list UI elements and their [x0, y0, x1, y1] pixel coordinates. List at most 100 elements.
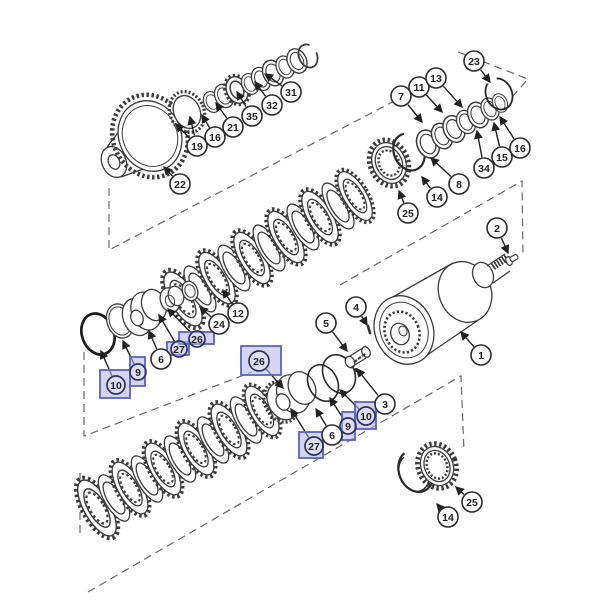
callout-26[interactable]: 26 [188, 330, 206, 348]
callout-number: 2 [494, 223, 500, 235]
callout-number: 27 [308, 441, 320, 453]
callout-number: 12 [232, 308, 244, 320]
callout-circle [461, 491, 483, 513]
leader-arrow [500, 237, 510, 255]
callout-number: 10 [110, 380, 122, 392]
callout-number: 8 [456, 179, 462, 191]
leader-arrow [147, 329, 158, 350]
callout-14: 14 [437, 506, 459, 528]
leader-arrow [158, 313, 176, 342]
leader-arrow [429, 157, 452, 178]
leader-arrow [201, 113, 211, 128]
leader-arrow [356, 367, 379, 396]
callout-number: 21 [227, 122, 239, 134]
piston-seal-group-left [79, 280, 199, 356]
leader-arrow [163, 166, 173, 177]
leader-arrow [198, 306, 212, 318]
callout-circle [408, 76, 430, 98]
callout-number: 25 [466, 497, 478, 509]
leader-arrow [499, 115, 515, 140]
callout-number: 9 [135, 367, 141, 379]
callout-circle [150, 348, 172, 370]
callout-number: 14 [442, 512, 454, 524]
callout-circle [374, 393, 396, 415]
leader-arrow [187, 115, 197, 136]
callout-circle [486, 217, 508, 239]
callout-14: 14 [426, 186, 448, 208]
callout-number: 25 [402, 208, 414, 220]
callout-number: 9 [345, 421, 351, 433]
countershaft-gear-assembly [100, 43, 319, 180]
callout-circle [390, 85, 412, 107]
callout-26[interactable]: 26 [248, 350, 270, 372]
callout-circle[interactable] [129, 363, 147, 381]
callout-circle[interactable] [339, 417, 357, 435]
callout-22: 22 [169, 173, 191, 195]
leader-arrow [263, 73, 283, 87]
callout-circle [463, 50, 485, 72]
callout-circle[interactable] [248, 350, 270, 372]
callout-1: 1 [470, 344, 492, 366]
callout-number: 1 [478, 350, 484, 362]
callout-number: 27 [173, 344, 185, 356]
callout-25: 25 [397, 202, 419, 224]
callout-32: 32 [261, 94, 283, 116]
callout-23: 23 [463, 50, 485, 72]
callout-27[interactable]: 27 [170, 340, 188, 358]
leader-arrow [236, 90, 247, 108]
input-shaft-parts-row [366, 77, 514, 189]
leader-arrow [436, 502, 446, 513]
callout-number: 6 [158, 354, 164, 366]
leader-arrow [167, 308, 192, 334]
leader-arrow [473, 129, 483, 158]
leader-arrow [455, 486, 465, 496]
callout-31: 31 [280, 81, 302, 103]
callout-circle[interactable] [188, 330, 206, 348]
callout-10[interactable]: 10 [356, 406, 376, 426]
callout-number: 32 [266, 100, 278, 112]
leader-arrow [254, 80, 267, 97]
callout-circle [448, 173, 470, 195]
callout-9[interactable]: 9 [129, 363, 147, 381]
callout-6: 6 [321, 424, 343, 446]
callout-circle [321, 424, 343, 446]
callout-16: 16 [509, 137, 531, 159]
callout-number: 14 [431, 192, 443, 204]
callout-9[interactable]: 9 [339, 417, 357, 435]
leader-arrow [421, 175, 431, 189]
callout-circle [473, 157, 495, 179]
callout-10[interactable]: 10 [106, 375, 126, 395]
callout-circle[interactable] [170, 340, 188, 358]
callout-12: 12 [227, 302, 249, 324]
callout-21: 21 [222, 116, 244, 138]
callout-number: 31 [285, 87, 297, 99]
callout-circle [470, 344, 492, 366]
leader-arrow [315, 407, 327, 426]
leader-arrow [397, 189, 407, 204]
callout-number: 24 [213, 319, 225, 331]
callout-number: 15 [496, 152, 508, 164]
callout-number: 3 [382, 399, 388, 411]
callout-circle[interactable] [106, 375, 126, 395]
callout-circle[interactable] [304, 436, 324, 456]
callout-number: 10 [360, 411, 372, 423]
callout-number: 35 [246, 111, 258, 123]
clutch-plate-stack-bottom [68, 379, 287, 544]
callout-13: 13 [425, 67, 447, 89]
callout-27[interactable]: 27 [304, 436, 324, 456]
leader-arrow [332, 331, 348, 353]
callout-circle[interactable] [356, 406, 376, 426]
callout-8: 8 [448, 173, 470, 195]
callout-circle [222, 116, 244, 138]
callout-number: 19 [191, 141, 203, 153]
callout-circle [186, 135, 208, 157]
callout-number: 11 [413, 82, 424, 94]
callout-circle [345, 296, 367, 318]
leader-arrows [99, 69, 515, 513]
callout-number: 26 [253, 356, 265, 368]
leader-arrow [407, 104, 423, 124]
callout-25: 25 [461, 491, 483, 513]
callout-circle [437, 506, 459, 528]
